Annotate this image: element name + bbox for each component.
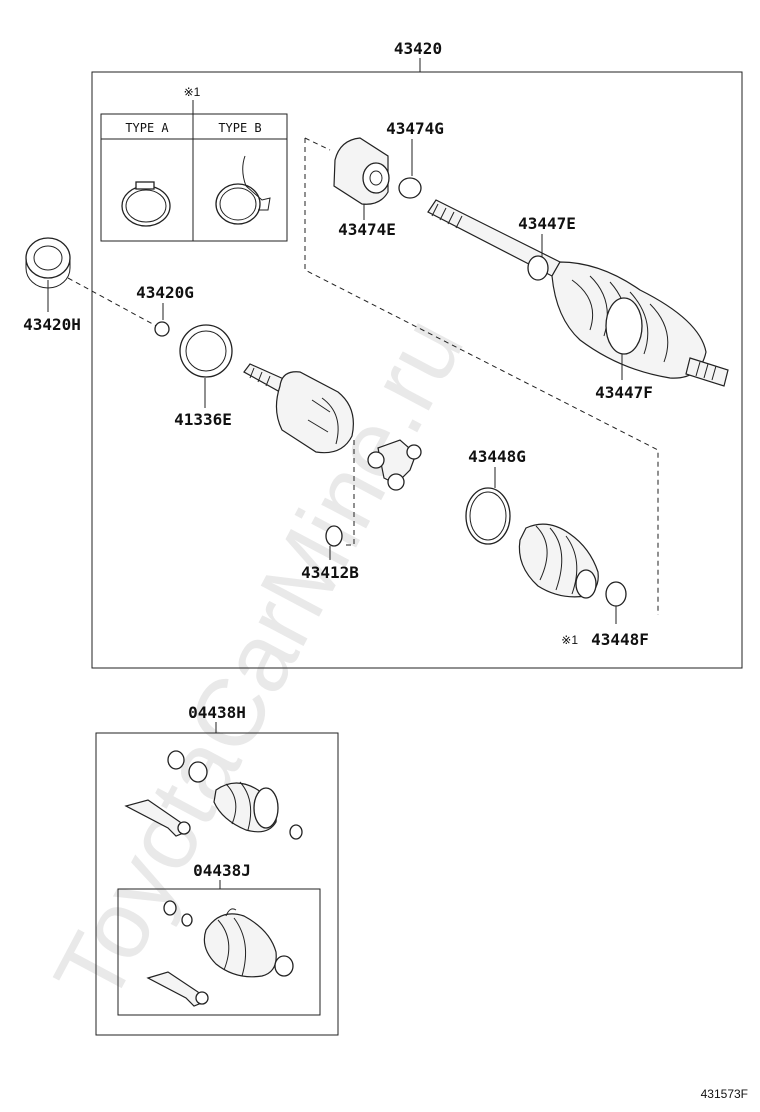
- label-43420[interactable]: 43420: [394, 39, 442, 58]
- label-43447e[interactable]: 43447E: [518, 214, 576, 233]
- kit-j-boot[interactable]: [203, 913, 294, 978]
- kit-04438j-frame: [117, 888, 321, 1016]
- inner-joint-boot[interactable]: [518, 523, 599, 599]
- kit-h-grease-tube[interactable]: [124, 799, 191, 837]
- watermark-text: ToyotaCarMine.ru: [34, 301, 484, 1020]
- label-04438h[interactable]: 04438H: [188, 703, 246, 722]
- part-43412b-snap-ring[interactable]: [325, 525, 343, 547]
- label-43448f[interactable]: 43448F: [591, 630, 649, 649]
- kit-h-clamp-small-1[interactable]: [167, 750, 185, 770]
- inboard-joint-housing[interactable]: [243, 363, 354, 454]
- assembly-frame: [91, 71, 743, 669]
- kit-j-grease-tube[interactable]: [146, 971, 209, 1007]
- clamp-type-legend: ※1 TYPE A TYPE B: [100, 85, 288, 242]
- label-43420h[interactable]: 43420H: [23, 315, 81, 334]
- label-43412b[interactable]: 43412B: [301, 563, 359, 582]
- part-43448g-clamp[interactable]: [465, 487, 511, 545]
- kit-04438h-frame: [95, 732, 339, 1036]
- part-43474g-clamp[interactable]: [398, 177, 422, 199]
- kit-h-clamp-large[interactable]: [253, 787, 279, 829]
- drive-shaft-assembly: 43420 ※1 TYPE A TYPE B 434: [23, 39, 743, 669]
- boot-kit-outer: 04438H 04438J: [95, 703, 339, 1036]
- kit-j-small-ring[interactable]: [181, 913, 193, 927]
- tripod-joint[interactable]: [367, 439, 422, 491]
- type-a-clamp-icon: [121, 185, 171, 227]
- kit-j-snap-ring[interactable]: [163, 900, 177, 916]
- part-43448f-clamp[interactable]: [605, 581, 627, 607]
- type-a-header: TYPE A: [125, 121, 169, 135]
- part-43420g-snap-ring[interactable]: [154, 321, 170, 337]
- part-43447f-clamp[interactable]: [605, 297, 643, 355]
- note-mark-legend: ※1: [184, 85, 201, 99]
- label-43447f[interactable]: 43447F: [595, 383, 653, 402]
- dash-group-outline: [304, 138, 659, 615]
- type-b-header: TYPE B: [218, 121, 261, 135]
- outer-stub-shaft: [685, 357, 729, 387]
- label-43420g[interactable]: 43420G: [136, 283, 194, 302]
- diagram-reference-number: 431573F: [701, 1087, 748, 1101]
- part-43447e-clamp[interactable]: [527, 255, 549, 281]
- part-41336e-dust-deflector[interactable]: [179, 324, 233, 378]
- note-mark-43448f: ※1: [561, 633, 578, 647]
- part-43474e-damper[interactable]: [333, 137, 390, 205]
- type-b-clamp-icon: [215, 183, 261, 225]
- kit-h-clamp-small-2[interactable]: [188, 761, 208, 783]
- label-43474e[interactable]: 43474E: [338, 220, 396, 239]
- label-43448g[interactable]: 43448G: [468, 447, 526, 466]
- label-43474g[interactable]: 43474G: [386, 119, 444, 138]
- kit-h-snap-ring[interactable]: [289, 824, 303, 840]
- label-41336e[interactable]: 41336E: [174, 410, 232, 429]
- label-04438j[interactable]: 04438J: [193, 861, 251, 880]
- clamp-legend-table: [100, 113, 288, 242]
